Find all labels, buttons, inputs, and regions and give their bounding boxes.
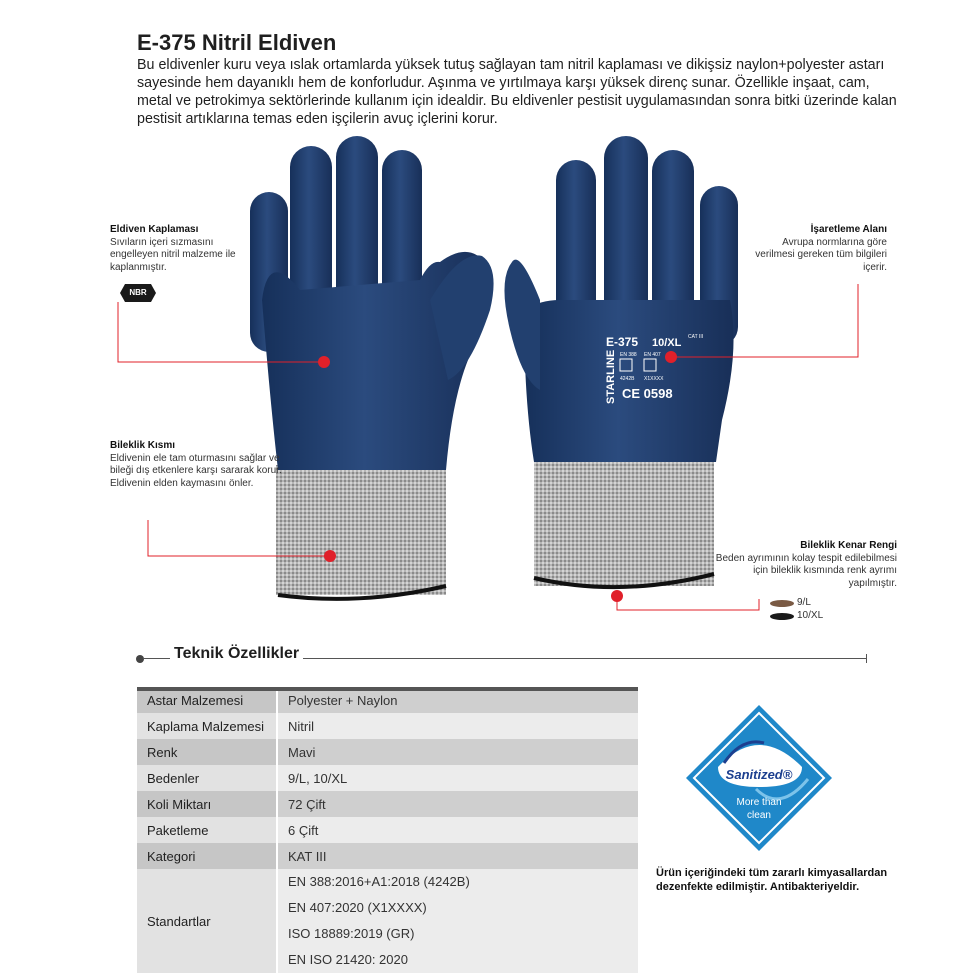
- section-rule-line: [144, 658, 866, 659]
- spec-key: Bedenler: [137, 765, 277, 791]
- nbr-badge-label: NBR: [129, 288, 147, 297]
- section-rule-end: [866, 654, 867, 663]
- callout-cuff-text: Eldivenin ele tam oturmasını sağlar ve b…: [110, 452, 282, 489]
- spec-key: Kaplama Malzemesi: [137, 713, 277, 739]
- spec-value: Mavi: [276, 739, 638, 765]
- spec-value: 6 Çift: [276, 817, 638, 843]
- spec-value: 72 Çift: [276, 791, 638, 817]
- section-title: Teknik Özellikler: [170, 645, 304, 663]
- product-description: Bu eldivenler kuru veya ıslak ortamlarda…: [137, 57, 897, 127]
- size-legend-label: 10/XL: [797, 610, 824, 621]
- size-legend-item: 10/XL: [770, 610, 823, 622]
- standard-item: EN 407:2020 (X1XXXX): [288, 900, 427, 915]
- callout-marking: İşaretleme Alanı Avrupa normlarına göre …: [755, 224, 887, 274]
- spec-key: Koli Miktarı: [137, 791, 277, 817]
- callout-marking-text: Avrupa normlarına göre verilmesi gereken…: [755, 236, 887, 273]
- badge-caption: Ürün içeriğindeki tüm zararlı kimyasalla…: [656, 867, 888, 893]
- standard-item: EN ISO 21420: 2020: [288, 952, 408, 967]
- table-row: Astar Malzemesi Polyester + Naylon: [137, 687, 638, 713]
- right-glove: E-375 10/XL CAT III EN 388 EN 407 4242B …: [504, 136, 738, 590]
- sanitized-logo-text: Sanitized®: [725, 767, 793, 782]
- size-swatch-9l: [770, 599, 794, 607]
- size-legend: 9/L 10/XL: [770, 597, 823, 623]
- left-glove: [250, 136, 494, 601]
- spec-value: 9/L, 10/XL: [276, 765, 638, 791]
- size-legend-item: 9/L: [770, 597, 823, 609]
- print-std2: EN 407: [644, 352, 661, 358]
- print-model: E-375: [606, 335, 638, 349]
- badge-line-2: clean: [747, 810, 771, 821]
- callout-cuff-title: Bileklik Kısmı: [110, 440, 176, 451]
- table-row: Koli Miktarı 72 Çift: [137, 791, 638, 817]
- size-legend-label: 9/L: [797, 597, 811, 608]
- badge-line-1: More than: [736, 797, 782, 808]
- gloves-illustration: E-375 10/XL CAT III EN 388 EN 407 4242B …: [117, 136, 859, 611]
- sanitized-badge: Sanitized® More than clean: [684, 703, 834, 853]
- spec-key: Renk: [137, 739, 277, 765]
- standard-item: ISO 18889:2019 (GR): [288, 926, 415, 941]
- standard-item: EN 388:2016+A1:2018 (4242B): [288, 874, 470, 889]
- table-row: Standartlar EN 388:2016+A1:2018 (4242B) …: [137, 869, 638, 973]
- print-ce: CE 0598: [622, 386, 673, 401]
- spec-value-standards: EN 388:2016+A1:2018 (4242B) EN 407:2020 …: [276, 869, 638, 973]
- callout-edge-color: Bileklik Kenar Rengi Beden ayrımının kol…: [715, 540, 897, 590]
- table-row: Renk Mavi: [137, 739, 638, 765]
- callout-coating-text: Sıvıların içeri sızmasını engelleyen nit…: [110, 236, 236, 273]
- table-row: Kaplama Malzemesi Nitril: [137, 713, 638, 739]
- specs-table: Astar Malzemesi Polyester + Naylon Kapla…: [137, 687, 638, 973]
- print-brand: STARLINE: [605, 350, 617, 404]
- spec-key: Astar Malzemesi: [137, 687, 277, 713]
- callout-coating: Eldiven Kaplaması Sıvıların içeri sızmas…: [110, 224, 250, 274]
- section-rule-dot: [136, 655, 144, 663]
- table-row: Paketleme 6 Çift: [137, 817, 638, 843]
- print-std1: EN 388: [620, 352, 637, 358]
- page-title: E-375 Nitril Eldiven: [137, 30, 337, 55]
- spec-value: KAT III: [276, 843, 638, 869]
- print-size: 10/XL: [652, 337, 682, 349]
- table-row: Kategori KAT III: [137, 843, 638, 869]
- nbr-badge: NBR: [120, 284, 156, 302]
- callout-edge-color-text: Beden ayrımının kolay tespit edilebilmes…: [715, 552, 897, 589]
- print-code1: 4242B: [620, 376, 635, 382]
- callout-coating-title: Eldiven Kaplaması: [110, 224, 199, 235]
- callout-edge-color-title: Bileklik Kenar Rengi: [800, 540, 897, 551]
- callout-dots: [318, 351, 677, 602]
- sanitized-diamond-icon: [686, 705, 832, 851]
- print-code2: X1XXXX: [644, 376, 664, 382]
- callout-cuff: Bileklik Kısmı Eldivenin ele tam oturmas…: [110, 440, 285, 490]
- size-swatch-10xl: [770, 612, 794, 620]
- spec-key: Standartlar: [137, 869, 277, 973]
- print-cat: CAT III: [688, 334, 703, 340]
- spec-value: Nitril: [276, 713, 638, 739]
- table-row: Bedenler 9/L, 10/XL: [137, 765, 638, 791]
- table-top-bar: [137, 687, 638, 691]
- spec-key: Paketleme: [137, 817, 277, 843]
- callout-lines: [117, 284, 859, 611]
- spec-value: Polyester + Naylon: [276, 687, 638, 713]
- callout-marking-title: İşaretleme Alanı: [810, 224, 887, 235]
- spec-key: Kategori: [137, 843, 277, 869]
